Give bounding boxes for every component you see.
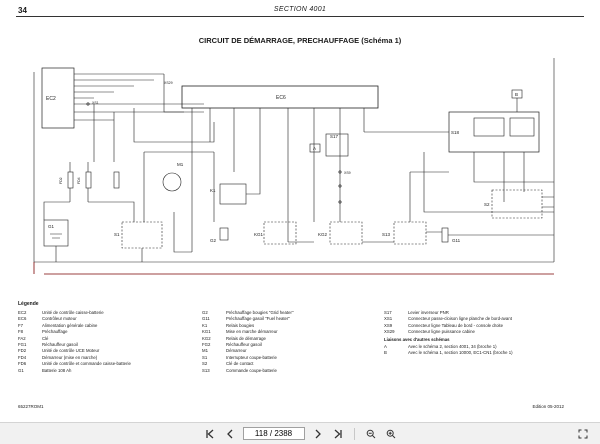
legend-title: Légende bbox=[18, 301, 39, 307]
fd4-fuse bbox=[85, 171, 92, 189]
last-page-icon bbox=[334, 429, 342, 438]
zoom-in-icon bbox=[386, 429, 395, 438]
next-page-button[interactable] bbox=[311, 427, 325, 441]
last-page-button[interactable] bbox=[331, 427, 345, 441]
xs29-label: XS29 bbox=[164, 81, 173, 85]
zoom-out-icon bbox=[366, 429, 375, 438]
xs9-label: XS9 bbox=[344, 171, 351, 175]
page-number-input[interactable] bbox=[242, 427, 305, 440]
s1-switch bbox=[121, 221, 163, 249]
m1-label: M1 bbox=[177, 162, 184, 167]
g1-label: G1 bbox=[48, 224, 55, 229]
ec6-label: EC6 bbox=[276, 95, 286, 101]
s13-unit bbox=[393, 221, 427, 245]
footer-edition: Edition 05-2012 bbox=[532, 404, 564, 409]
toolbar-right bbox=[576, 423, 590, 444]
fd2-fuse bbox=[67, 171, 74, 189]
s17-label: S17 bbox=[330, 134, 339, 139]
page-indicator bbox=[242, 427, 305, 440]
k1-relay bbox=[219, 183, 247, 205]
s18-label: S18 bbox=[451, 130, 460, 135]
link-a-label: A bbox=[313, 146, 316, 151]
next-page-icon bbox=[315, 429, 321, 438]
footer-document-code: 65227ROM1 bbox=[18, 404, 44, 409]
ec6-unit bbox=[181, 85, 379, 109]
viewer-toolbar bbox=[0, 422, 600, 444]
m1-starter bbox=[162, 172, 182, 192]
g2-label: G2 bbox=[210, 238, 217, 243]
s2-label: S2 bbox=[484, 202, 490, 207]
links-title: Liaisons avec d'autres schémas bbox=[384, 337, 450, 343]
document-page: 34 SECTION 4001 CIRCUIT DE DÉMARRAGE, PR… bbox=[14, 6, 584, 409]
page-title: CIRCUIT DE DÉMARRAGE, PRECHAUFFAGE (Sché… bbox=[198, 36, 402, 45]
fd2-label: FD2 bbox=[59, 177, 63, 184]
kg1-relay bbox=[263, 221, 297, 245]
previous-page-icon bbox=[226, 429, 232, 438]
g11-label: G11 bbox=[452, 238, 461, 243]
section-heading: SECTION 4001 bbox=[273, 6, 327, 13]
s17-unit bbox=[325, 133, 349, 157]
ec2-label: EC2 bbox=[46, 96, 56, 102]
previous-page-button[interactable] bbox=[223, 427, 237, 441]
toolbar-separator bbox=[353, 427, 355, 440]
s13-label: S13 bbox=[382, 232, 391, 237]
fullscreen-icon bbox=[578, 429, 588, 438]
fullscreen-button[interactable] bbox=[576, 427, 590, 441]
header-rule bbox=[16, 16, 584, 17]
fd4-label: FD4 bbox=[77, 177, 81, 184]
kg1-label: KG1 bbox=[254, 232, 264, 237]
k1-label: K1 bbox=[210, 188, 216, 193]
wiring-diagram: EC2 XS1 EC6 XS29 S18 B S17 bbox=[14, 52, 568, 282]
first-page-icon bbox=[205, 429, 213, 438]
link-b-label: B bbox=[515, 92, 518, 97]
g2-heater bbox=[219, 227, 229, 241]
zoom-out-button[interactable] bbox=[364, 427, 378, 441]
kg2-label: KG2 bbox=[318, 232, 328, 237]
page-number: 34 bbox=[18, 6, 27, 15]
s1-label: S1 bbox=[114, 232, 120, 237]
zoom-in-button[interactable] bbox=[384, 427, 398, 441]
kg2-relay bbox=[329, 221, 363, 245]
xs1-label: XS1 bbox=[92, 101, 99, 105]
page-navigation bbox=[0, 423, 600, 444]
s2-unit bbox=[491, 189, 543, 219]
g11-heater bbox=[441, 227, 449, 243]
first-page-button[interactable] bbox=[203, 427, 217, 441]
